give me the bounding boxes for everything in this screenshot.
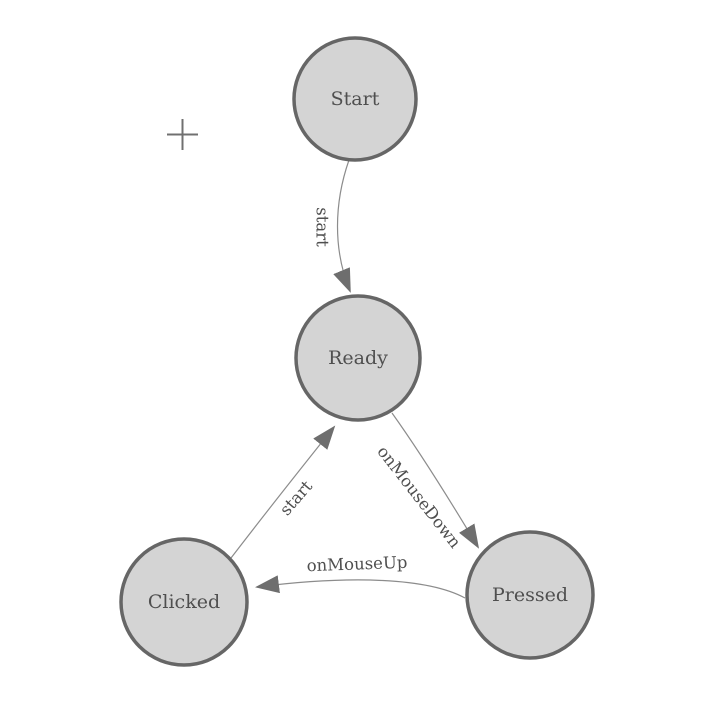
state-node-start[interactable]: Start xyxy=(292,36,418,162)
edge-pressed-to-clicked[interactable] xyxy=(255,575,466,599)
node-layer: Start Ready Clicked Pressed xyxy=(119,36,595,667)
edge-label-onmouseup[interactable]: onMouseUp xyxy=(306,553,407,576)
state-circle xyxy=(292,36,418,162)
state-circle xyxy=(119,537,249,667)
crosshair-cursor xyxy=(167,119,198,150)
state-label: Ready xyxy=(328,347,388,369)
state-node-pressed[interactable]: Pressed xyxy=(465,530,595,660)
state-label: Clicked xyxy=(148,591,220,613)
edge-label-onmousedown[interactable]: onMouseDown xyxy=(373,442,465,552)
edge-start-to-ready[interactable] xyxy=(333,159,351,293)
edge-ready-to-pressed[interactable] xyxy=(391,412,480,549)
state-label: Start xyxy=(331,88,380,110)
state-circle xyxy=(465,530,595,660)
edge-label-start-to-ready[interactable]: start xyxy=(313,207,332,247)
edge-label-start-clicked-to-ready[interactable]: start xyxy=(276,477,316,520)
state-node-clicked[interactable]: Clicked xyxy=(119,537,249,667)
edge-clicked-to-ready[interactable] xyxy=(230,425,336,559)
state-node-ready[interactable]: Ready xyxy=(294,294,422,422)
state-label: Pressed xyxy=(492,584,568,606)
state-circle xyxy=(294,294,422,422)
